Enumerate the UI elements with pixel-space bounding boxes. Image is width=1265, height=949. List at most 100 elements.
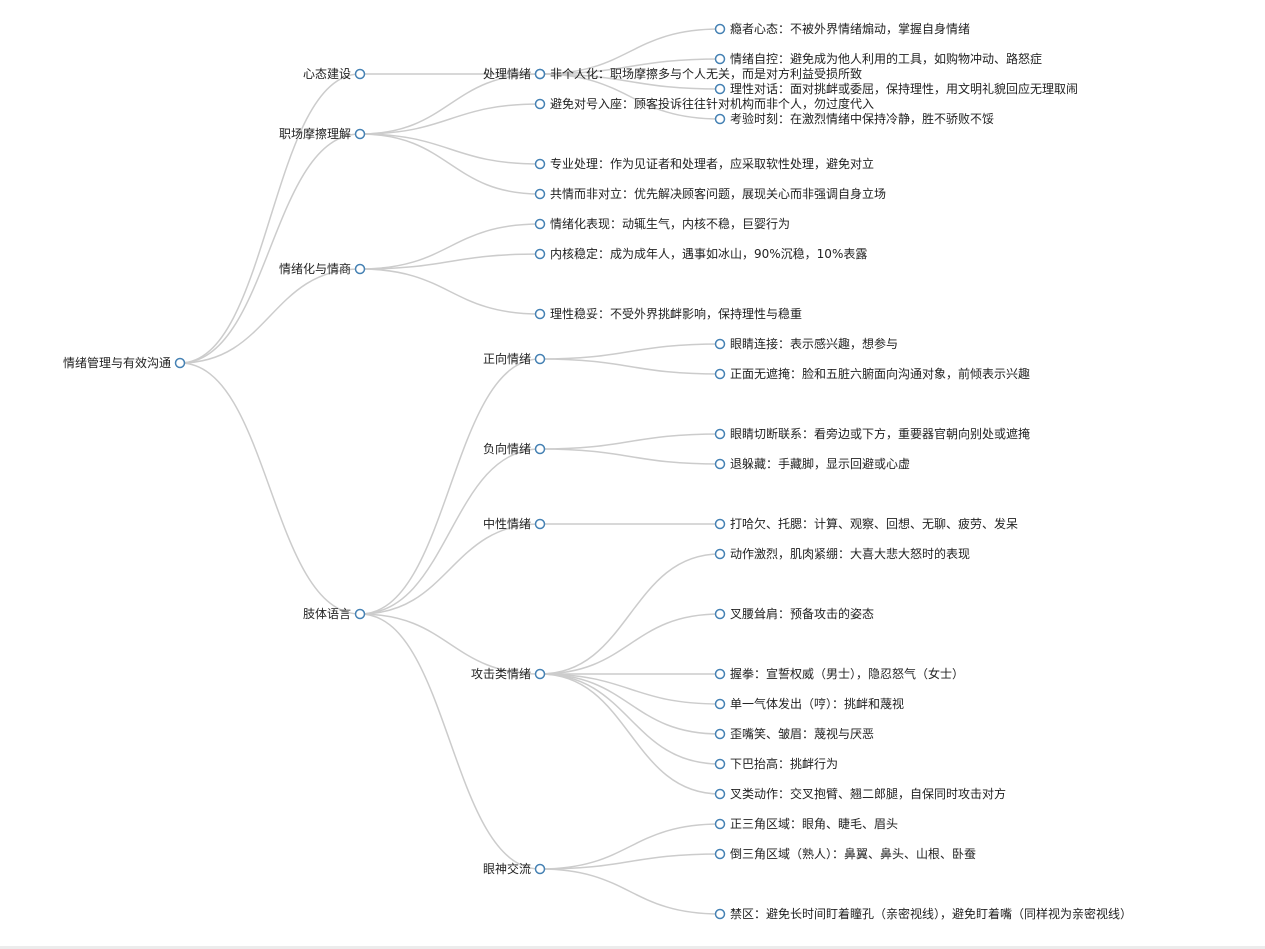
tree-link <box>359 223 541 270</box>
leaf-node[interactable]: 理性稳妥：不受外界挑衅影响，保持理性与稳重 <box>534 306 803 321</box>
node-circle-icon[interactable] <box>714 788 726 800</box>
node-circle-icon[interactable] <box>714 428 726 440</box>
node-circle-icon[interactable] <box>714 53 726 65</box>
node-circle-icon[interactable] <box>534 158 546 170</box>
node-circle-icon[interactable] <box>714 548 726 560</box>
node-label: 瘾者心态：不被外界情绪煽动，掌握自身情绪 <box>730 21 970 36</box>
leaf-node[interactable]: 握拳：宣誓权威（男士），隐忍怒气（女士） <box>714 666 965 681</box>
node-circle-icon[interactable] <box>714 818 726 830</box>
node-label: 眼睛连接：表示感兴趣，想参与 <box>730 336 898 351</box>
leaf-node[interactable]: 单一气体发出（哼）：挑衅和蔑视 <box>714 696 905 711</box>
node-circle-icon[interactable] <box>714 608 726 620</box>
leaf-node[interactable]: 理性对话：面对挑衅或委屈，保持理性，用文明礼貌回应无理取闹 <box>714 81 1079 96</box>
node-circle-icon[interactable] <box>534 188 546 200</box>
node-circle-icon[interactable] <box>534 863 546 875</box>
leaf-node[interactable]: 避免对号入座：顾客投诉往往针对机构而非个人，勿过度代入 <box>534 96 875 111</box>
tree-link <box>179 362 361 615</box>
leaf-node[interactable]: 歪嘴笑、皱眉：蔑视与厌恶 <box>714 726 875 741</box>
leaf-node[interactable]: 打哈欠、托腮：计算、观察、回想、无聊、疲劳、发呆 <box>714 516 1019 531</box>
node-circle-icon[interactable] <box>714 338 726 350</box>
node-circle-icon[interactable] <box>534 518 546 530</box>
tree-link <box>539 358 721 375</box>
tree-link <box>359 133 541 165</box>
node-circle-icon[interactable] <box>354 128 366 140</box>
branch-node[interactable]: 负向情绪 <box>483 441 546 456</box>
node-circle-icon[interactable] <box>354 263 366 275</box>
node-label: 正面无遮掩：脸和五脏六腑面向沟通对象，前倾表示兴趣 <box>730 366 1030 381</box>
leaf-node[interactable]: 专业处理：作为见证者和处理者，应采取软性处理，避免对立 <box>534 156 875 171</box>
node-circle-icon[interactable] <box>714 908 726 920</box>
leaf-node[interactable]: 瘾者心态：不被外界情绪煽动，掌握自身情绪 <box>714 21 971 36</box>
node-circle-icon[interactable] <box>534 68 546 80</box>
node-circle-icon[interactable] <box>714 83 726 95</box>
leaf-node[interactable]: 禁区：避免长时间盯着瞳孔（亲密视线），避免盯着嘴（同样视为亲密视线） <box>714 906 1133 921</box>
node-circle-icon[interactable] <box>534 353 546 365</box>
leaf-node[interactable]: 非个人化：职场摩擦多与个人无关，而是对方利益受损所致 <box>534 66 863 81</box>
node-circle-icon[interactable] <box>714 518 726 530</box>
node-label: 考验时刻：在激烈情绪中保持冷静，胜不骄败不馁 <box>730 111 994 126</box>
node-circle-icon[interactable] <box>354 608 366 620</box>
leaf-node[interactable]: 叉类动作：交叉抱臂、翘二郎腿，自保同时攻击对方 <box>714 786 1007 801</box>
node-circle-icon[interactable] <box>714 668 726 680</box>
leaf-node[interactable]: 考验时刻：在激烈情绪中保持冷静，胜不骄败不馁 <box>714 111 995 126</box>
node-circle-icon[interactable] <box>534 98 546 110</box>
node-circle-icon[interactable] <box>714 458 726 470</box>
tree-link <box>359 613 541 870</box>
tree-link <box>539 613 721 675</box>
branch-node[interactable]: 正向情绪 <box>483 351 546 366</box>
tree-link <box>179 268 361 364</box>
branch-node[interactable]: 肢体语言 <box>303 606 366 621</box>
node-circle-icon[interactable] <box>714 758 726 770</box>
tree-link <box>539 448 721 465</box>
leaf-node[interactable]: 情绪化表现：动辄生气，内核不稳，巨婴行为 <box>534 216 791 231</box>
leaf-node[interactable]: 内核稳定：成为成年人，遇事如冰山，90%沉稳，10%表露 <box>534 246 868 261</box>
node-label: 眼神交流 <box>483 861 531 876</box>
tree-link <box>539 343 721 360</box>
tree-link <box>539 868 721 915</box>
node-circle-icon[interactable] <box>714 728 726 740</box>
node-circle-icon[interactable] <box>534 443 546 455</box>
branch-node[interactable]: 中性情绪 <box>483 516 546 531</box>
node-label: 内核稳定：成为成年人，遇事如冰山，90%沉稳，10%表露 <box>550 246 867 261</box>
leaf-node[interactable]: 正面无遮掩：脸和五脏六腑面向沟通对象，前倾表示兴趣 <box>714 366 1031 381</box>
tree-link <box>359 523 541 615</box>
tree-link <box>359 448 541 615</box>
node-circle-icon[interactable] <box>534 218 546 230</box>
branch-node[interactable]: 眼神交流 <box>483 861 546 876</box>
leaf-node[interactable]: 共情而非对立：优先解决顾客问题，展现关心而非强调自身立场 <box>534 186 887 201</box>
root-node[interactable]: 情绪管理与有效沟通 <box>63 355 186 370</box>
tree-link <box>539 853 721 870</box>
node-circle-icon[interactable] <box>714 368 726 380</box>
node-label: 情绪化表现：动辄生气，内核不稳，巨婴行为 <box>550 216 790 231</box>
leaf-node[interactable]: 动作激烈，肌肉紧绷：大喜大悲大怒时的表现 <box>714 546 971 561</box>
leaf-node[interactable]: 下巴抬高：挑衅行为 <box>714 756 839 771</box>
node-label: 退躲藏：手藏脚，显示回避或心虚 <box>730 456 910 471</box>
node-circle-icon[interactable] <box>534 308 546 320</box>
branch-node[interactable]: 职场摩擦理解 <box>279 126 366 141</box>
node-circle-icon[interactable] <box>714 23 726 35</box>
node-label: 眼睛切断联系：看旁边或下方，重要器官朝向别处或遮掩 <box>730 426 1030 441</box>
tree-link <box>179 73 361 364</box>
node-label: 情绪化与情商 <box>279 261 351 276</box>
leaf-node[interactable]: 倒三角区域（熟人）：鼻翼、鼻头、山根、卧蚕 <box>714 846 977 861</box>
leaf-node[interactable]: 眼睛切断联系：看旁边或下方，重要器官朝向别处或遮掩 <box>714 426 1031 441</box>
branch-node[interactable]: 情绪化与情商 <box>279 261 366 276</box>
node-label: 处理情绪 <box>483 67 531 81</box>
node-circle-icon[interactable] <box>714 113 726 125</box>
node-circle-icon[interactable] <box>174 357 186 369</box>
node-label: 情绪管理与有效沟通 <box>63 355 171 370</box>
node-circle-icon[interactable] <box>354 68 366 80</box>
leaf-node[interactable]: 叉腰耸肩：预备攻击的姿态 <box>714 606 875 621</box>
bottom-scrollbar-track[interactable] <box>0 946 1265 949</box>
branch-node[interactable]: 心态建设 <box>303 67 366 81</box>
node-circle-icon[interactable] <box>714 698 726 710</box>
leaf-node[interactable]: 正三角区域：眼角、睫毛、眉头 <box>714 817 899 831</box>
node-circle-icon[interactable] <box>714 848 726 860</box>
branch-node[interactable]: 攻击类情绪 <box>471 667 546 681</box>
leaf-node[interactable]: 眼睛连接：表示感兴趣，想参与 <box>714 336 899 351</box>
leaf-node[interactable]: 情绪自控：避免成为他人利用的工具，如购物冲动、路怒症 <box>714 51 1043 66</box>
leaf-node[interactable]: 退躲藏：手藏脚，显示回避或心虚 <box>714 456 911 471</box>
node-circle-icon[interactable] <box>534 668 546 680</box>
node-circle-icon[interactable] <box>534 248 546 260</box>
